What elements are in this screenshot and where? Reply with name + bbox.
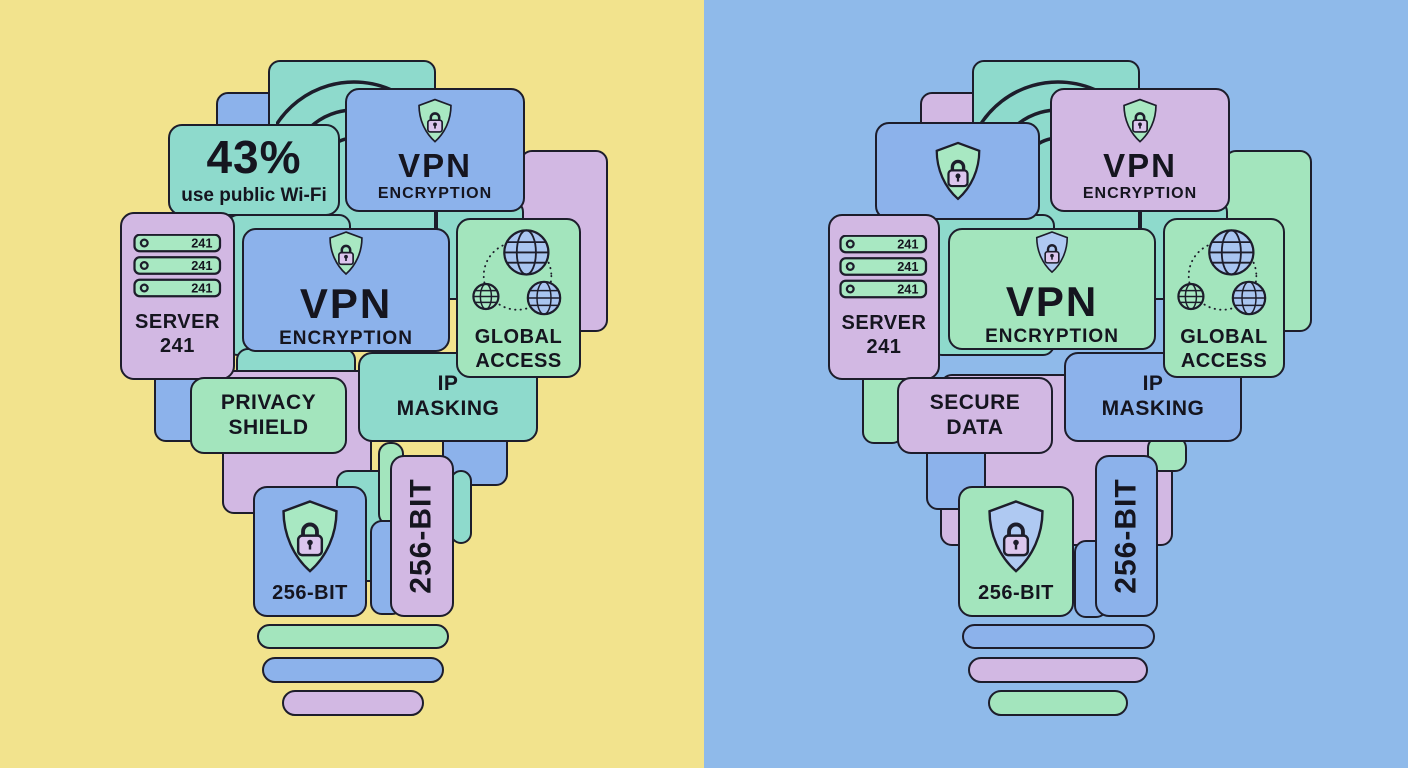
encryption-256bit-card: 256-BIT bbox=[253, 486, 367, 617]
server-row-value: 241 bbox=[191, 258, 212, 273]
server-card: 241 241 241 SERVER 241 bbox=[120, 212, 235, 380]
ip-masking-line1: IP bbox=[1142, 372, 1164, 396]
bit-vertical-label: 256-BIT bbox=[1109, 478, 1143, 594]
stat-value: 43% bbox=[206, 130, 302, 183]
server-row-value: 241 bbox=[897, 282, 918, 297]
server-label-line2: 241 bbox=[160, 335, 195, 357]
ip-masking-line2: MASKING bbox=[1101, 397, 1205, 420]
vpn-encryption-card-top: VPN ENCRYPTION bbox=[345, 88, 525, 212]
global-access-line1: GLOBAL bbox=[474, 326, 563, 348]
global-access-card: GLOBAL ACCESS bbox=[456, 218, 581, 378]
vpn-title: VPN bbox=[398, 146, 472, 184]
bit-vertical-label: 256-BIT bbox=[405, 478, 438, 594]
global-access-line1: GLOBAL bbox=[1180, 326, 1268, 348]
bit-label: 256-BIT bbox=[978, 582, 1054, 604]
privacy-shield-line2: SHIELD bbox=[228, 415, 309, 439]
bulb-base-bar bbox=[282, 690, 424, 716]
vpn-title: VPN bbox=[1103, 146, 1177, 184]
vpn-encryption-card-main: VPN ENCRYPTION bbox=[948, 228, 1156, 350]
vpn-encryption-card-main: VPN ENCRYPTION bbox=[242, 228, 450, 352]
bulb-base-bar bbox=[988, 690, 1128, 716]
bulb-base-bar bbox=[968, 657, 1148, 683]
vpn-encryption-card-top: VPN ENCRYPTION bbox=[1050, 88, 1230, 212]
bit-label: 256-BIT bbox=[272, 582, 348, 604]
vpn-title: VPN bbox=[299, 279, 393, 327]
bulb-base-bar bbox=[257, 624, 449, 649]
vpn-title: VPN bbox=[1005, 277, 1099, 325]
server-row-value: 241 bbox=[897, 259, 918, 274]
server-label-line2: 241 bbox=[866, 336, 902, 358]
panel-yellow-theme: 43% use public Wi-Fi VPN ENCRYPTION 241 … bbox=[0, 0, 704, 768]
secure-data-card: SECURE DATA bbox=[897, 377, 1053, 454]
privacy-shield-card: PRIVACY SHIELD bbox=[190, 377, 347, 454]
global-access-card: GLOBAL ACCESS bbox=[1163, 218, 1285, 378]
server-row-value: 241 bbox=[897, 237, 918, 252]
ip-masking-line1: IP bbox=[437, 372, 459, 396]
vpn-subtitle: ENCRYPTION bbox=[1082, 185, 1198, 203]
shield-lock-icon bbox=[988, 500, 1044, 573]
secure-data-line2: DATA bbox=[946, 415, 1004, 439]
global-access-line2: ACCESS bbox=[1180, 350, 1268, 372]
privacy-shield-line1: PRIVACY bbox=[220, 390, 317, 414]
encryption-256bit-vertical-card: 256-BIT bbox=[390, 455, 454, 617]
shield-lock-icon bbox=[1035, 231, 1069, 274]
globe-network-icon bbox=[471, 229, 561, 316]
bulb-base-bar bbox=[262, 657, 444, 683]
shield-lock-icon bbox=[418, 98, 452, 143]
public-wifi-stat-card: 43% use public Wi-Fi bbox=[168, 124, 340, 216]
encryption-256bit-card: 256-BIT bbox=[958, 486, 1074, 617]
global-access-line2: ACCESS bbox=[475, 350, 562, 372]
server-rack-icon: 241 241 241 bbox=[132, 234, 221, 298]
vpn-subtitle: ENCRYPTION bbox=[985, 326, 1119, 347]
ip-masking-line2: MASKING bbox=[396, 397, 500, 420]
server-label-line1: SERVER bbox=[841, 312, 927, 334]
server-card: 241 241 241 SERVER 241 bbox=[828, 214, 940, 380]
server-label-line1: SERVER bbox=[135, 311, 220, 333]
encryption-256bit-vertical-card: 256-BIT bbox=[1095, 455, 1158, 617]
secure-data-line1: SECURE bbox=[929, 390, 1021, 414]
shield-lock-icon bbox=[935, 141, 980, 200]
shield-lock-icon bbox=[329, 231, 363, 276]
bulb-base-bar bbox=[962, 624, 1155, 649]
server-row-value: 241 bbox=[191, 281, 212, 296]
globe-network-icon bbox=[1177, 229, 1267, 316]
vpn-subtitle: ENCRYPTION bbox=[377, 185, 493, 203]
shield-lock-icon bbox=[1123, 98, 1157, 143]
stat-caption: use public Wi-Fi bbox=[181, 185, 327, 207]
shield-card bbox=[875, 122, 1040, 220]
shield-lock-icon bbox=[282, 500, 338, 573]
panel-blue-theme: VPN ENCRYPTION 241 241 241 SERVER 241 VP… bbox=[704, 0, 1408, 768]
server-rack-icon: 241 241 241 bbox=[839, 235, 928, 299]
vpn-subtitle: ENCRYPTION bbox=[279, 328, 413, 349]
server-row-value: 241 bbox=[191, 236, 212, 251]
